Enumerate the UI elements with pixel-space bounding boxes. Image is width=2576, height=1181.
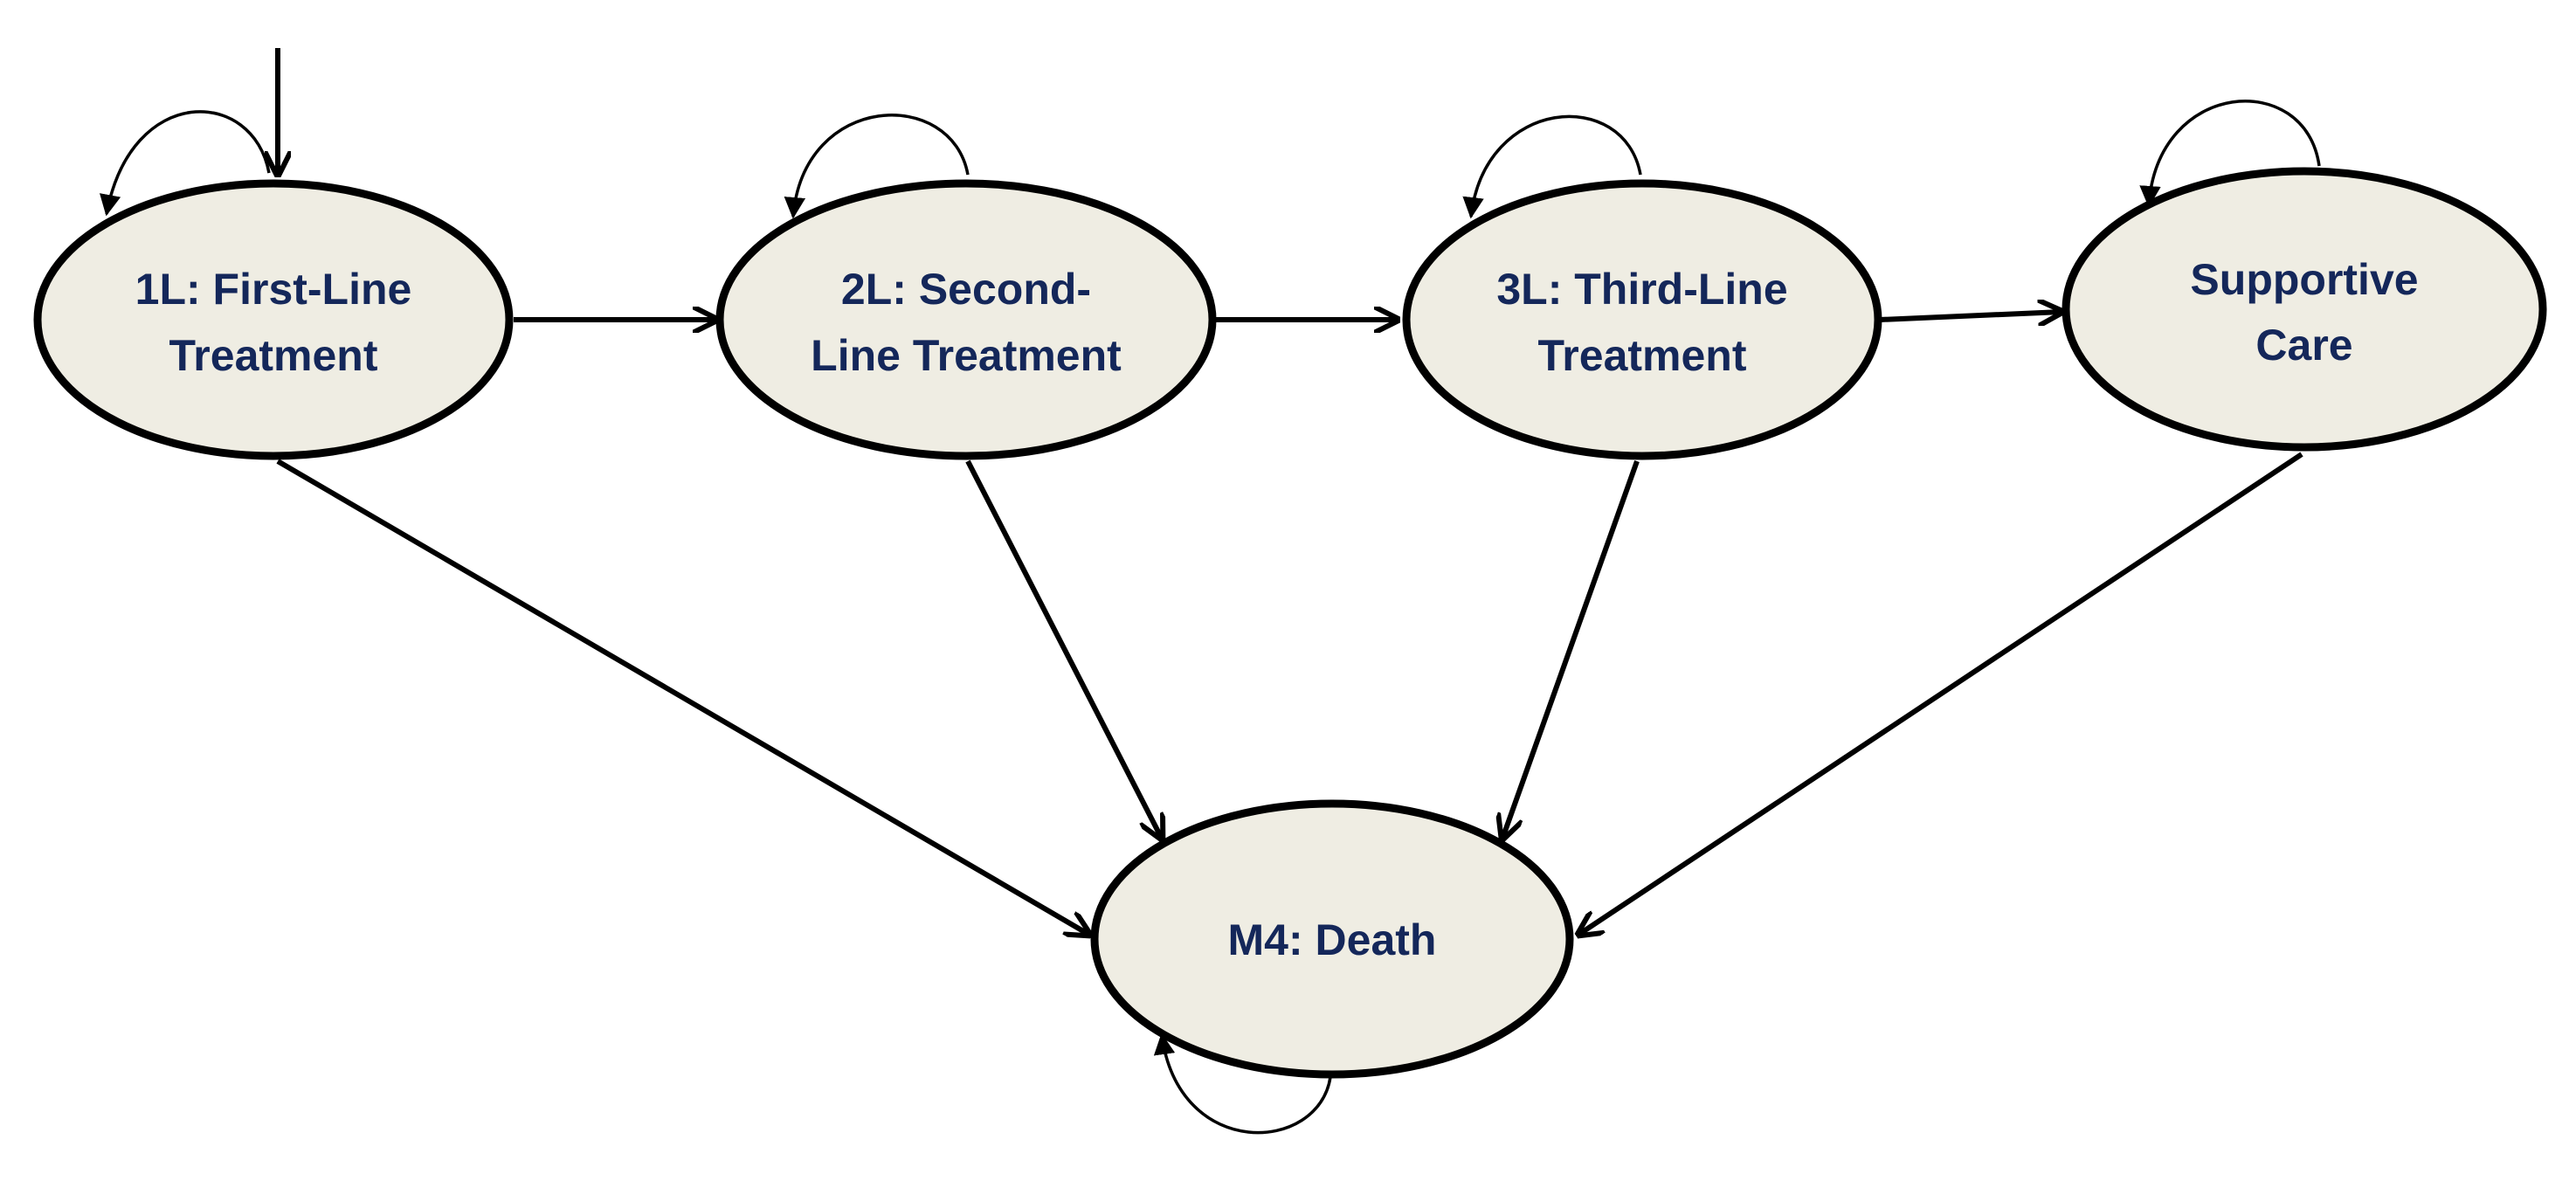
edge-3l-to-death [1502,459,1640,839]
node-death-label: M4: Death [1228,915,1437,964]
node-second-line-label-2: Line Treatment [811,331,1122,380]
edge-supportive-care-to-death [1578,452,2303,935]
edge-2l-to-death [965,459,1162,839]
node-supportive-care-label-1: Supportive [2190,255,2418,304]
node-second-line-treatment: 2L: Second- Line Treatment [715,179,1217,460]
node-first-line-label-1: 1L: First-Line [135,265,412,314]
node-first-line-treatment: 1L: First-Line Treatment [33,179,514,460]
self-loop-supportive-care [2139,100,2321,208]
self-loop-2l [784,114,970,219]
node-first-line-label-2: Treatment [169,331,378,380]
transition-edges [100,48,2321,1135]
node-third-line-treatment: 3L: Third-Line Treatment [1402,179,1882,460]
self-loop-3l [1462,114,1642,219]
node-supportive-care-label-2: Care [2255,321,2352,369]
node-second-line-label-1: 2L: Second- [841,265,1091,314]
self-loop-death [1153,1033,1332,1135]
edge-3l-to-supportive-care [1879,312,2061,320]
node-third-line-label-1: 3L: Third-Line [1496,265,1787,314]
edge-1l-to-death [276,459,1089,935]
node-third-line-label-2: Treatment [1538,331,1747,380]
node-supportive-care: Supportive Care [2061,167,2547,452]
node-death: M4: Death [1090,799,1574,1079]
self-loop-1l [100,110,271,217]
